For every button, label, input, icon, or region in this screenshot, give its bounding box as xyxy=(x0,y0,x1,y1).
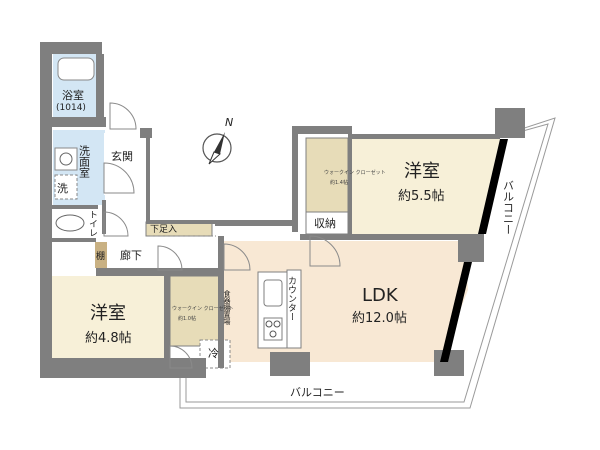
counter-bar xyxy=(286,269,302,349)
burner-icon xyxy=(269,330,277,338)
washroom-label: 洗面室 xyxy=(78,145,91,178)
stove-icon xyxy=(263,317,283,341)
walls xyxy=(40,42,525,378)
washbasin-icon xyxy=(54,147,78,171)
shelf-label: 棚 xyxy=(96,250,105,262)
hallway-label: 廊下 xyxy=(120,248,142,262)
walk-in-closet-2-size: 約1.0帖 xyxy=(178,315,196,322)
storage-label: 収納 xyxy=(314,217,336,230)
walk-in-closet-1-size: 約1.4帖 xyxy=(330,179,348,186)
bath-label: 浴室 xyxy=(62,88,84,102)
balcony-bottom-label: バルコニー xyxy=(290,386,345,399)
burner-icon xyxy=(273,320,281,328)
washing-machine-space xyxy=(54,174,78,200)
counter-label: カウンター xyxy=(286,276,297,321)
door-swing xyxy=(157,245,183,271)
shelf-unit xyxy=(95,242,107,268)
western-room-2-name: 洋室 xyxy=(90,303,126,324)
western-room-2-area xyxy=(50,276,166,361)
burner-icon xyxy=(265,320,273,328)
door-swing xyxy=(103,211,129,237)
bathtub-icon xyxy=(57,57,95,81)
ldk-name: LDK xyxy=(362,285,399,306)
door-swing xyxy=(309,235,341,267)
compass-north-label: N xyxy=(225,116,233,129)
balcony-inner-line xyxy=(185,123,549,403)
balcony-outline xyxy=(179,117,556,409)
balcony-right-label: バルコニー xyxy=(502,180,515,235)
western-room-1-name: 洋室 xyxy=(404,161,440,182)
ldk-size: 約12.0帖 xyxy=(352,311,407,326)
laundry-label: 洗 xyxy=(57,182,68,195)
hallway-area xyxy=(96,237,218,269)
refrigerator-label: 冷 xyxy=(208,347,219,360)
dishwasher-space-label: 食器棚置場 xyxy=(223,289,231,326)
door-swing xyxy=(223,243,251,271)
compass: N xyxy=(202,116,233,165)
basin-bowl-icon xyxy=(59,152,73,166)
door-swing xyxy=(169,345,193,369)
shoe-storage-label: 下足入 xyxy=(150,224,177,235)
compass-north-arrow-icon xyxy=(214,132,225,154)
toilet-icon xyxy=(55,214,85,232)
sink-icon xyxy=(263,279,283,307)
door-swing xyxy=(109,102,137,130)
walk-in-closet-1-label: ウォークイン クローゼット xyxy=(324,169,386,176)
toilet-label: トイレ xyxy=(87,210,98,237)
western-room-2-size: 約4.8帖 xyxy=(85,331,132,346)
bath-code-label: (1014) xyxy=(56,103,86,113)
western-room-1-size: 約5.5帖 xyxy=(398,189,445,204)
western-room-1-area xyxy=(350,139,500,234)
walk-in-closet-2-label: ウォークイン クローゼット xyxy=(172,305,234,312)
door-swing xyxy=(103,162,135,194)
entrance-label: 玄関 xyxy=(111,149,133,163)
compass-south-arrow-icon xyxy=(208,151,221,165)
